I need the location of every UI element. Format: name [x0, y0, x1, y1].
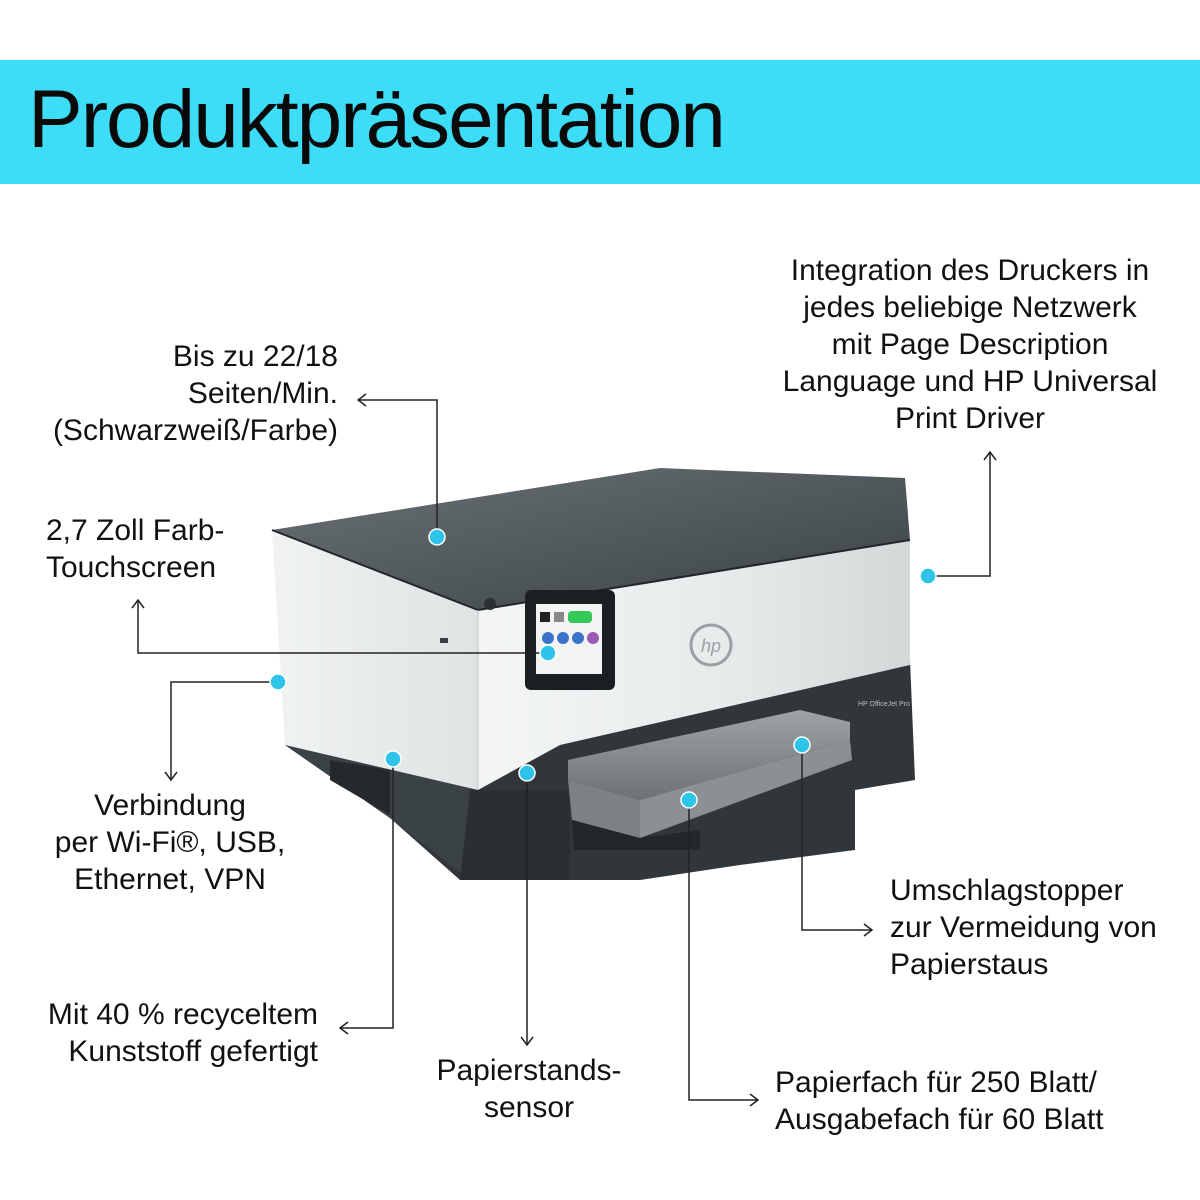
dot-jam-stopper [793, 736, 811, 754]
svg-text:hp: hp [701, 636, 721, 656]
leader-network [928, 452, 991, 577]
leader-speed [358, 399, 438, 537]
callout-recycled: Mit 40 % recyceltem Kunststoff gefertigt [47, 998, 318, 1068]
arrowhead-jam-stopper [863, 923, 874, 937]
leader-touchscreen [137, 600, 548, 654]
dot-network [919, 567, 937, 585]
callout-jam-stopper: Umschlagstopper zur Vermeidung von Papie… [890, 874, 1157, 981]
callout-connectivity: Verbindung per Wi-Fi®, USB, Ethernet, VP… [54, 789, 286, 896]
model-label: HP OfficeJet Pro [858, 701, 910, 708]
callout-paper-sensor: Papierstands- sensor [436, 1054, 622, 1124]
page-title: Produktpräsentation [28, 74, 726, 165]
arrowhead-recycled [338, 1021, 349, 1035]
dot-paper-sensor [518, 764, 536, 782]
arrowhead-tray [749, 1093, 760, 1107]
arrowhead-paper-sensor [520, 1036, 534, 1047]
arrowhead-connectivity [164, 771, 178, 782]
callout-speed: Bis zu 22/18 Seiten/Min. (Schwarzweiß/Fa… [52, 340, 338, 447]
dot-speed [428, 528, 446, 546]
header-banner: Produktpräsentation [0, 60, 1200, 184]
leader-jam-stopper [801, 745, 872, 931]
leader-recycled [340, 759, 394, 1029]
control-panel [525, 590, 615, 690]
usb-port [440, 638, 448, 643]
callout-tray: Papierfach für 250 Blatt/ Ausgabefach fü… [775, 1066, 1104, 1136]
arrowhead-network [983, 450, 997, 461]
dot-touchscreen [539, 644, 557, 662]
dot-recycled [384, 750, 402, 768]
power-button [484, 598, 496, 610]
callout-touchscreen: 2,7 Zoll Farb- Touchscreen [46, 514, 225, 584]
leader-connectivity [170, 681, 278, 780]
printer-side-panel [272, 530, 478, 790]
dot-connectivity [269, 673, 287, 691]
printer-lid [272, 468, 910, 610]
callout-network: Integration des Druckers in jedes belieb… [782, 254, 1158, 435]
hp-logo: hp [689, 623, 733, 667]
arrowhead-touchscreen [131, 598, 145, 609]
leader-tray [688, 800, 758, 1101]
output-tray [568, 710, 852, 850]
dot-tray [680, 791, 698, 809]
arrowhead-speed [356, 393, 367, 407]
